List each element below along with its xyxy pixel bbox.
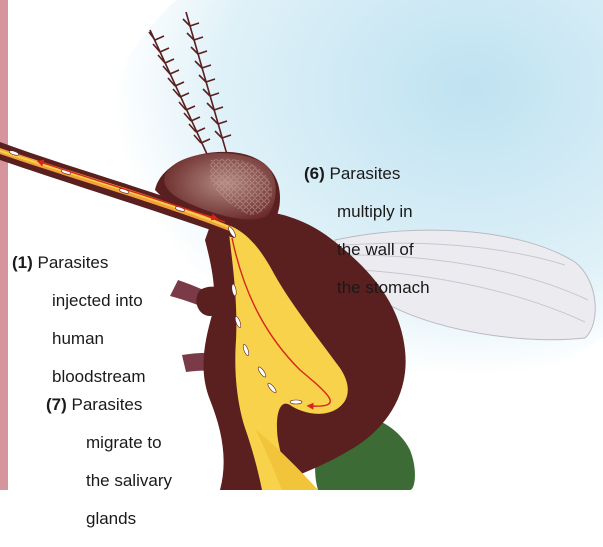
label-step-6: (6) Parasites multiply in the wall of th…	[304, 145, 430, 316]
step-6-line-4: the stomach	[304, 278, 430, 297]
step-6-line-1: Parasites	[330, 164, 401, 183]
step-6-number: (6)	[304, 164, 325, 183]
step-7-number: (7)	[46, 395, 67, 414]
step-1-line-3: human	[12, 329, 146, 348]
step-7-line-4: glands	[46, 509, 172, 528]
step-6-line-3: the wall of	[304, 240, 430, 259]
step-7-line-2: migrate to	[46, 433, 172, 452]
step-7-line-1: Parasites	[72, 395, 143, 414]
step-7-line-3: the salivary	[46, 471, 172, 490]
label-step-7: (7) Parasites migrate to the salivary gl…	[46, 376, 172, 547]
step-1-number: (1)	[12, 253, 33, 272]
margin-bar	[0, 0, 8, 490]
step-1-line-2: injected into	[12, 291, 146, 310]
step-6-line-2: multiply in	[304, 202, 430, 221]
step-1-line-1: Parasites	[38, 253, 109, 272]
